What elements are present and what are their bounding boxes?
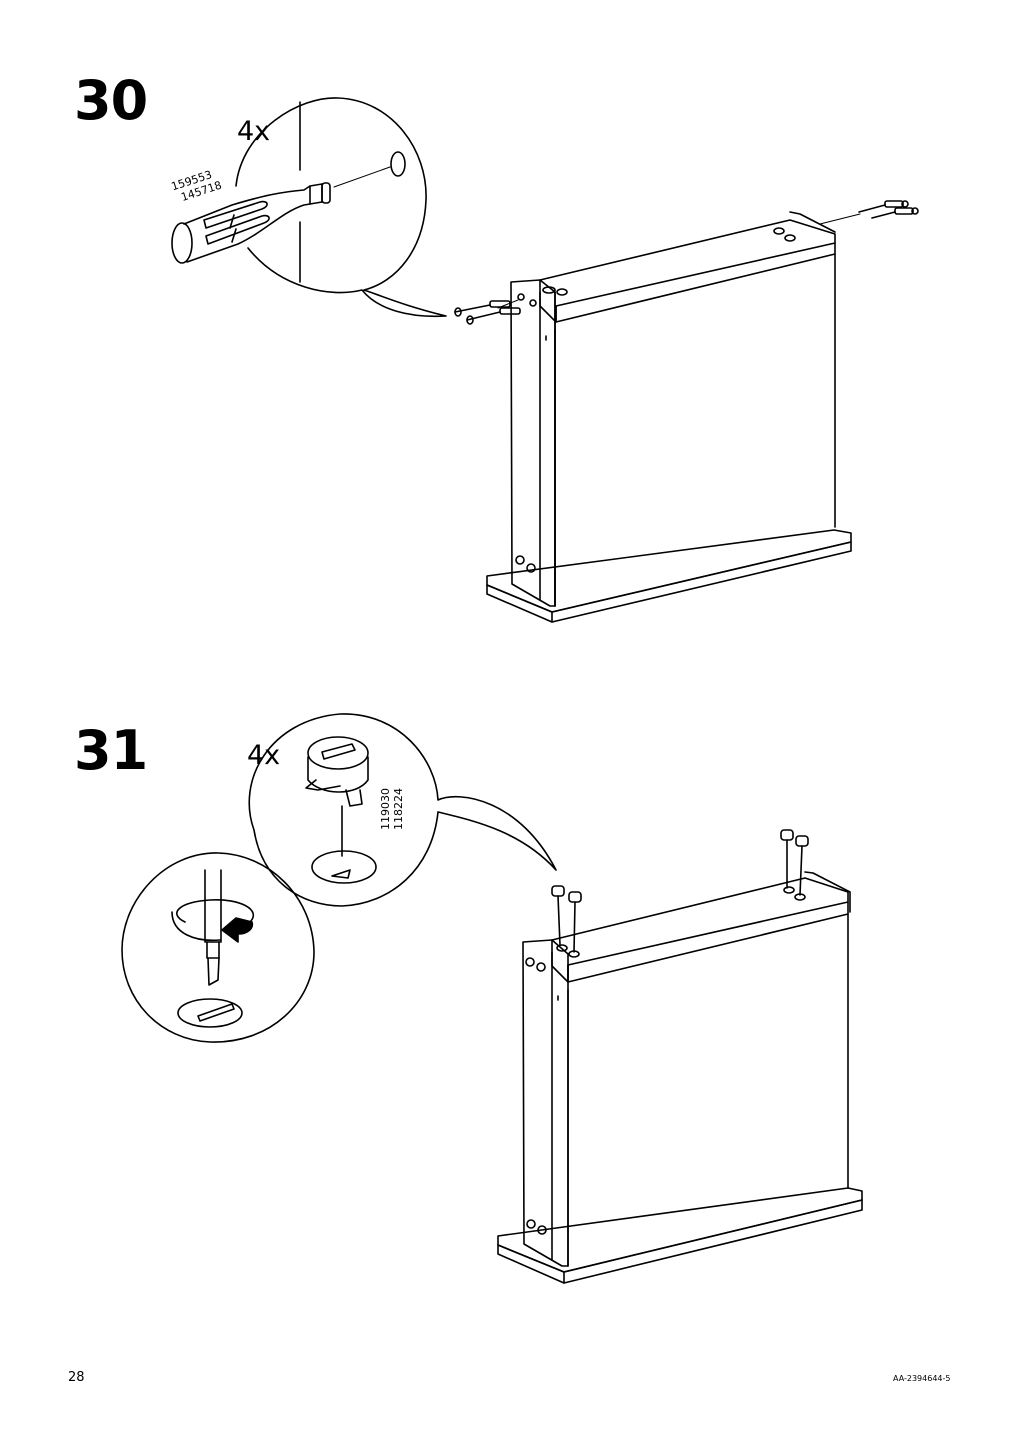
dowel-icon — [172, 183, 330, 263]
screwdriver-icon — [205, 870, 221, 985]
step-number-30: 30 — [74, 69, 148, 132]
rotate-arrow-icon — [172, 900, 253, 942]
step-30-cabinet-frame-icon — [455, 201, 918, 622]
part-number: 118224 — [391, 788, 405, 830]
step-31-part-numbers: 119030 118224 — [379, 788, 405, 830]
page-number: 28 — [68, 1370, 85, 1385]
part-number: 119030 — [379, 788, 392, 830]
cam-lock-nut-icon — [552, 830, 808, 952]
document-id: AA-2394644-5 — [893, 1374, 951, 1383]
screwdriver-callout — [122, 853, 314, 1042]
step-30-detail-callout — [236, 98, 446, 316]
step-31-quantity: 4x — [247, 740, 281, 771]
step-31-cabinet-frame-icon — [498, 830, 862, 1283]
step-31-camlock-callout — [249, 714, 556, 906]
step-number-31: 31 — [74, 719, 148, 782]
